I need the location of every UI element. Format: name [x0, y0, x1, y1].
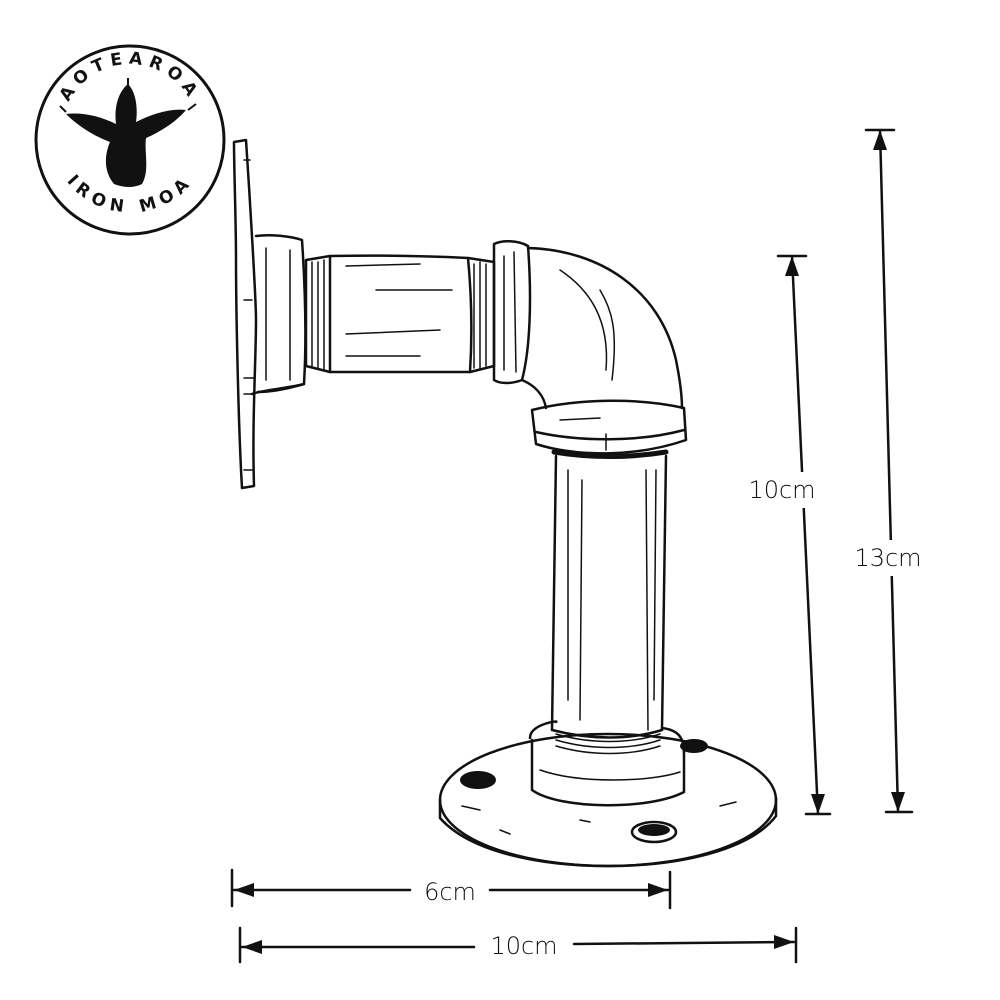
- label-total-height: 13cm: [854, 544, 921, 572]
- horizontal-pipe: [304, 254, 496, 374]
- wall-flange: [232, 138, 307, 490]
- moa-footprint-icon: [59, 78, 197, 187]
- bolt-hole-right: [680, 739, 708, 753]
- vertical-pipe: [550, 449, 669, 755]
- dimension-elbow-height: 10cm: [740, 254, 832, 816]
- iron-moa-logo: AOTEAROA IRON MOA: [34, 44, 226, 236]
- label-elbow-height: 10cm: [748, 476, 815, 504]
- base-flange: [438, 720, 778, 868]
- label-arm-length: 6cm: [424, 878, 476, 906]
- dimension-arm-length: 6cm: [230, 868, 672, 910]
- dimension-total-height: 13cm: [850, 128, 926, 814]
- dimension-base-width: 10cm: [238, 926, 798, 964]
- bolt-hole-left: [460, 771, 496, 789]
- bolt-hole-front: [630, 820, 678, 844]
- elbow-fitting: [492, 240, 688, 455]
- label-base-width: 10cm: [490, 932, 557, 960]
